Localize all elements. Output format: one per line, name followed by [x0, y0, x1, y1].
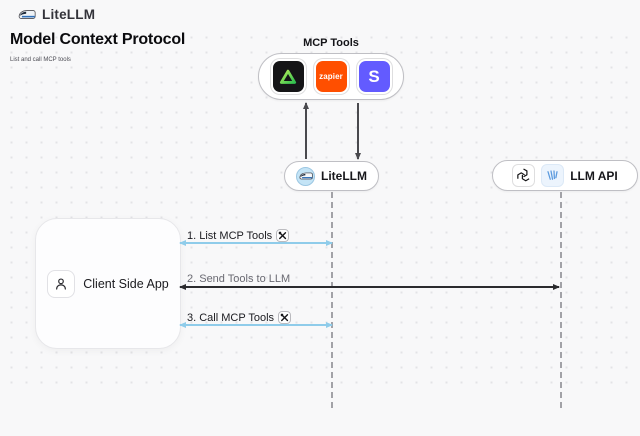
client-node: Client Side App: [35, 218, 181, 349]
step2-text: 2. Send Tools to LLM: [187, 273, 291, 285]
arrow-down-to-litellm: [357, 103, 359, 159]
mcp-tools-group: zapier S: [258, 53, 404, 100]
step2-label: 2. Send Tools to LLM: [187, 273, 290, 285]
client-node-label: Client Side App: [83, 276, 169, 291]
llm-api-node: LLM API: [492, 160, 638, 191]
tools-icon: [278, 311, 291, 324]
triangle-app-tile: [272, 61, 304, 92]
zapier-icon: zapier: [319, 72, 343, 81]
user-icon: [47, 269, 76, 298]
triangle-icon: [279, 69, 297, 84]
train-icon: [18, 10, 36, 19]
page-subtitle: List and call MCP tools: [10, 57, 71, 63]
lifeline-llm-api: [560, 192, 562, 408]
arrow-up-to-mcp-tools: [305, 103, 307, 159]
openai-icon: [512, 164, 536, 187]
stripe-tile: S: [358, 61, 390, 92]
tools-icon: [276, 229, 290, 242]
litellm-train-icon: [296, 166, 315, 186]
litellm-node: LiteLLM: [284, 161, 379, 191]
llm-provider-icon: [541, 164, 565, 187]
step1-label: 1. List MCP Tools: [187, 229, 290, 242]
zapier-tile: zapier: [315, 61, 347, 92]
step2-arrow: [180, 286, 559, 288]
page-title: Model Context Protocol: [10, 31, 186, 48]
litellm-node-label: LiteLLM: [321, 169, 367, 183]
step3-label: 3. Call MCP Tools: [187, 311, 291, 324]
step3-arrow: [180, 324, 332, 326]
stripe-icon: S: [368, 66, 380, 86]
brand-label: LiteLLM: [42, 7, 96, 22]
step3-text: 3. Call MCP Tools: [187, 311, 275, 324]
mcp-tools-label: MCP Tools: [303, 37, 359, 49]
step1-arrow: [180, 242, 332, 244]
llm-api-label: LLM API: [570, 168, 618, 183]
lifeline-litellm: [331, 192, 333, 408]
brand: LiteLLM: [18, 7, 95, 22]
step1-text: 1. List MCP Tools: [187, 229, 273, 242]
